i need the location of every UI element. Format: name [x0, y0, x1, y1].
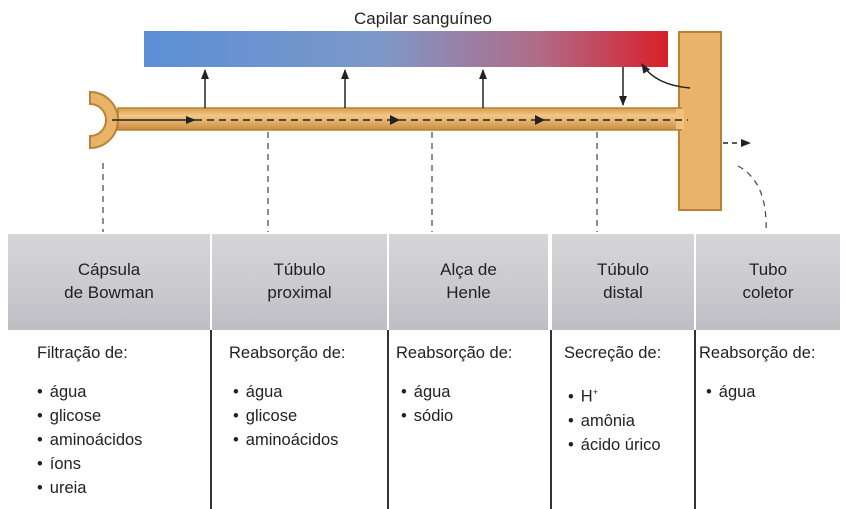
process-heading-bowman: Filtração de:	[37, 344, 128, 362]
box-distal-tubule: Túbulo distal	[552, 234, 694, 330]
duct-reabsorption-arrow	[641, 63, 691, 89]
list-item: água	[401, 380, 453, 404]
list-item: H+	[568, 380, 661, 409]
list-item: água	[233, 380, 338, 404]
capillary-label: Capilar sanguíneo	[354, 9, 492, 28]
list-item: sódio	[401, 404, 453, 428]
leader-line-5	[737, 165, 767, 233]
list-item: aminoácidos	[37, 428, 143, 452]
bowman-capsule-shape	[89, 90, 119, 150]
list-item: glicose	[37, 404, 142, 428]
list-item: ureia	[37, 476, 142, 500]
blood-capillary	[144, 31, 668, 67]
box-loop-of-henle: Alça de Henle	[389, 234, 548, 330]
renal-tubule	[117, 107, 682, 131]
substance-list-distal: H+ amônia ácido úrico	[568, 380, 661, 457]
column-divider	[694, 330, 696, 509]
process-heading-distal: Secreção de:	[564, 344, 662, 362]
flow-arrow-2	[390, 115, 400, 125]
substance-list-henle: água sódio	[401, 380, 453, 428]
column-divider	[387, 330, 389, 509]
list-item: amônia	[568, 409, 661, 433]
box-proximal-tubule: Túbulo proximal	[212, 234, 387, 330]
list-item: ácido úrico	[568, 433, 661, 457]
list-item: aminoácidos	[233, 428, 339, 452]
box-bowman-capsule: Cápsula de Bowman	[8, 234, 210, 330]
process-heading-collecting: Reabsorção de:	[699, 344, 816, 362]
substance-list-bowman: água glicose aminoácidos íons ureia	[37, 380, 143, 500]
column-divider	[550, 330, 552, 509]
flow-arrow-3	[535, 115, 545, 125]
list-item: íons	[37, 452, 142, 476]
column-divider	[210, 330, 212, 509]
substance-list-proximal: água glicose aminoácidos	[233, 380, 339, 452]
list-item: água	[37, 380, 142, 404]
substance-list-collecting: água	[706, 380, 756, 404]
list-item: água	[706, 380, 756, 404]
list-item: glicose	[233, 404, 338, 428]
box-collecting-duct: Tubo coletor	[696, 234, 840, 330]
collecting-duct	[678, 31, 722, 211]
process-heading-proximal: Reabsorção de:	[229, 344, 346, 362]
process-heading-henle: Reabsorção de:	[396, 344, 513, 362]
